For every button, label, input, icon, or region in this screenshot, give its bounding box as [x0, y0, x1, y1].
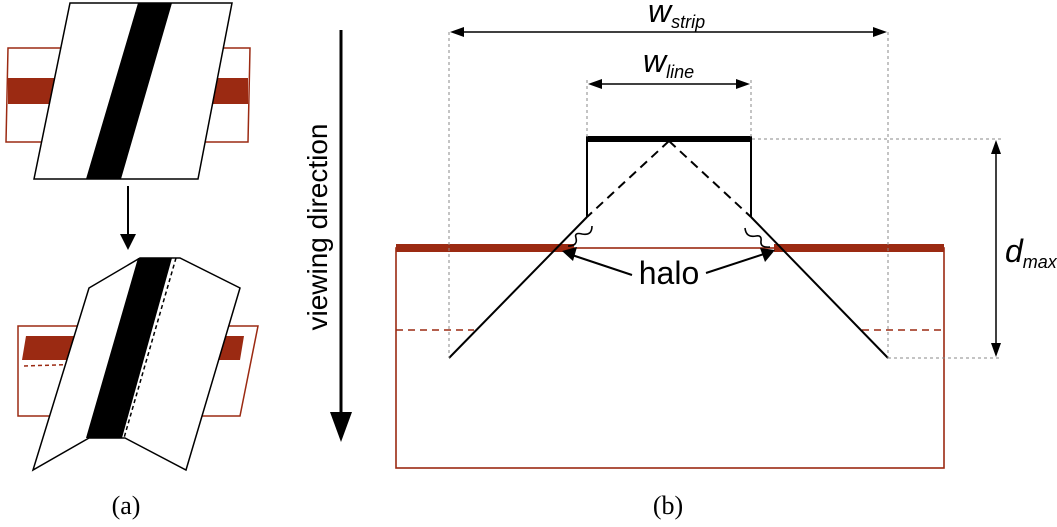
guide-lines — [448, 32, 1002, 359]
cone-solid-left — [448, 216, 588, 359]
panel-a-transition-arrow — [120, 186, 136, 250]
w-line-subscript: line — [666, 62, 694, 82]
w-strip-dimension-arrow — [450, 27, 887, 37]
viewing-direction-arrow — [330, 30, 352, 442]
w-strip-subscript: strip — [671, 12, 705, 32]
panel-a-top-sketch — [5, 2, 251, 180]
w-line-dimension-arrow — [588, 79, 750, 89]
line-core-bottom — [86, 258, 172, 438]
line-edge-dashed-bottom — [123, 257, 177, 439]
line-core-top — [86, 3, 172, 179]
d-max-dimension-arrow — [991, 140, 1001, 357]
halo-arrow-left — [562, 247, 633, 276]
substrate-film-left — [396, 244, 574, 252]
w-strip-label: wstrip — [648, 0, 705, 32]
panel-b-caption: (b) — [653, 491, 683, 520]
panel-a-bottom-sketch — [17, 257, 259, 472]
cone-dashed-right — [668, 140, 752, 218]
cone-dashed-left — [586, 140, 670, 218]
d-max-subscript: max — [1023, 252, 1057, 272]
panel-b: viewing direction halo — [302, 0, 1057, 520]
substrate-film-right — [774, 244, 944, 252]
viewing-direction-label: viewing direction — [302, 124, 333, 331]
d-max-symbol: d — [1005, 233, 1024, 269]
substrate-film-left-top — [8, 78, 56, 104]
halo-bracket-left — [567, 225, 593, 247]
w-line-symbol: w — [643, 43, 668, 79]
halo-bracket-right — [744, 227, 771, 248]
cone-solid-right — [750, 216, 889, 359]
d-max-label: dmax — [1005, 233, 1057, 272]
panel-a: (a) — [5, 2, 259, 520]
halo-arrow-right — [705, 248, 775, 274]
w-strip-symbol: w — [648, 0, 673, 29]
panel-a-caption: (a) — [112, 491, 141, 520]
halo-label: halo — [639, 255, 700, 291]
w-line-label: wline — [643, 43, 694, 82]
